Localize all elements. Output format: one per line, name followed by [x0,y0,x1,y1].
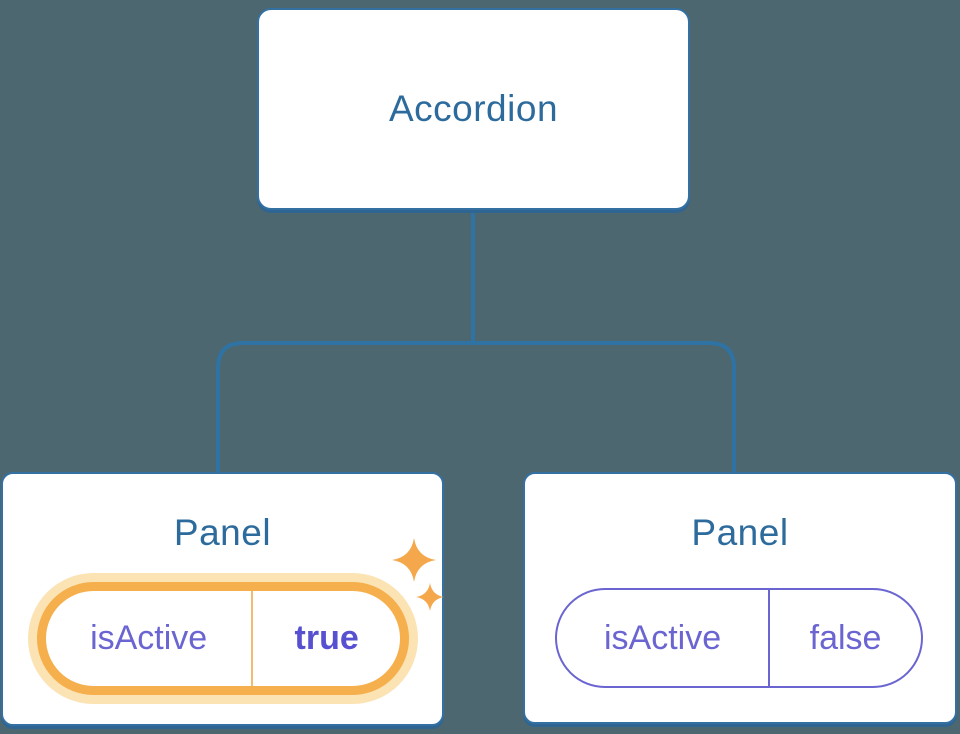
pill-divider [768,590,771,686]
panel-node-label: Panel [691,512,789,553]
state-value-label: true [294,619,359,657]
state-pill-active: isActive true [37,582,409,695]
state-key-label: isActive [90,619,208,657]
panel-node-label: Panel [173,512,272,553]
state-value-label: false [809,618,882,657]
accordion-node: Accordion [257,8,690,210]
state-pill-inactive: isActive false [555,588,923,688]
sparkle-icon [392,538,444,611]
pill-divider [251,591,254,686]
state-key-label: isActive [603,618,722,657]
accordion-node-label: Accordion [388,88,559,129]
